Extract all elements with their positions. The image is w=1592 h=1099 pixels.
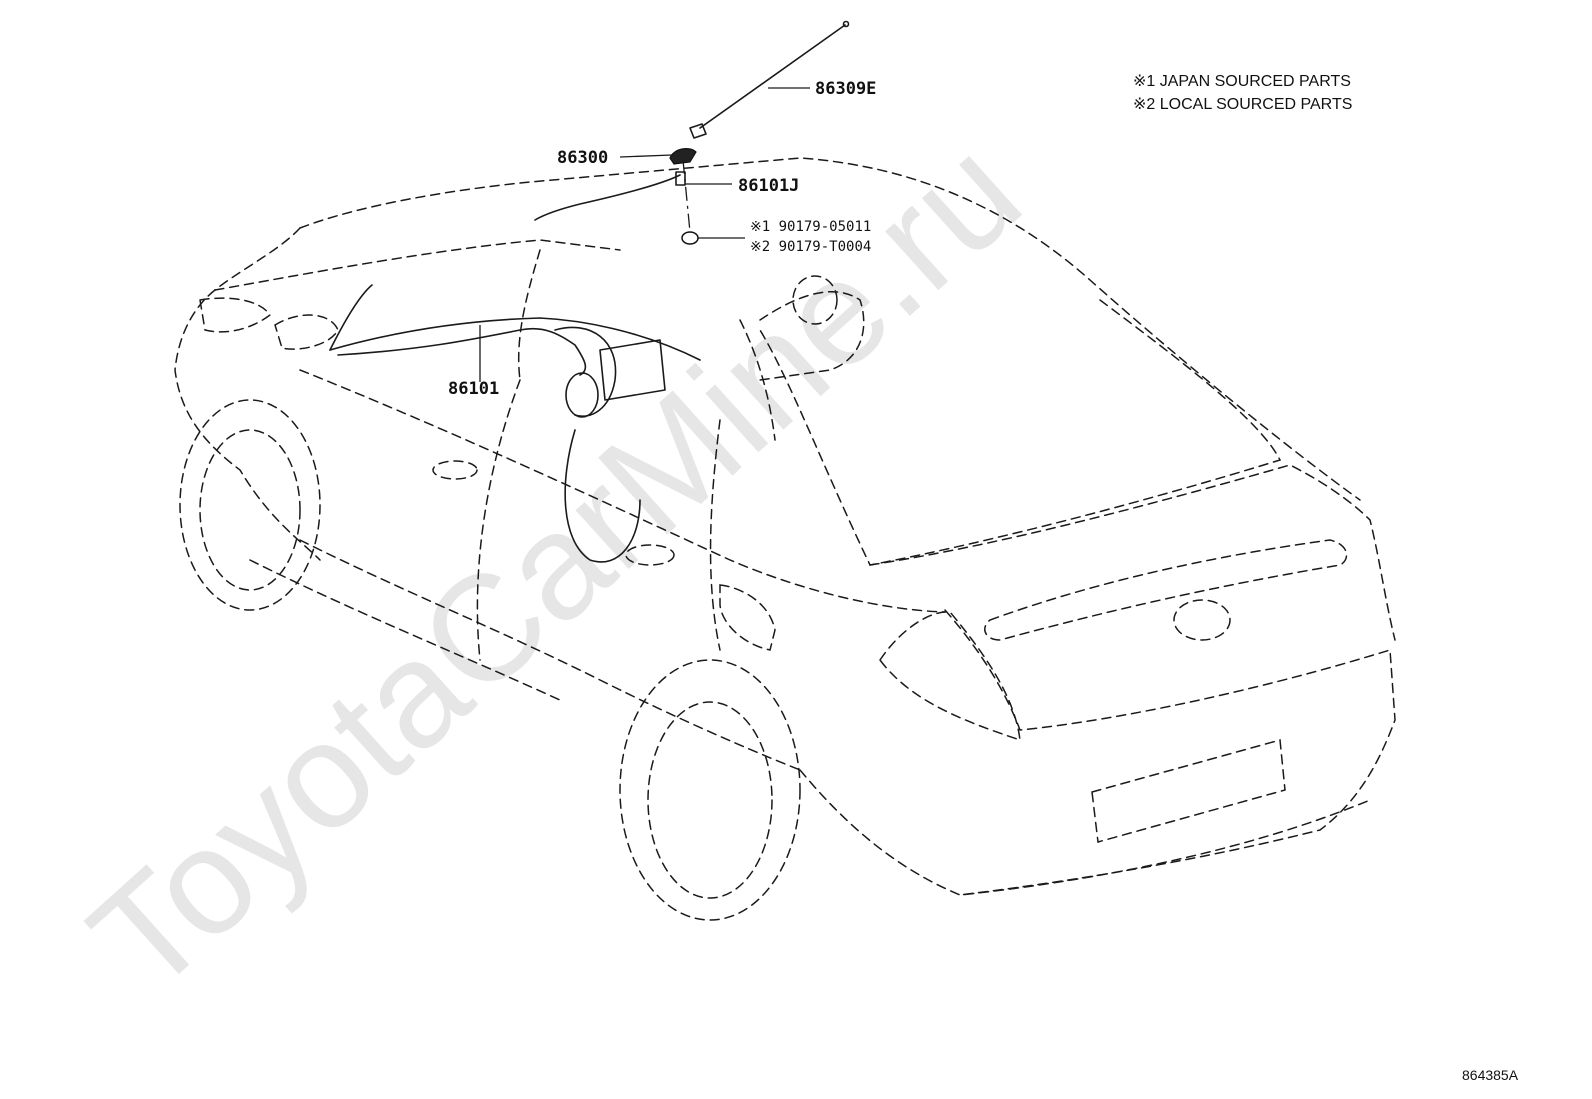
belt-line [299,369,946,613]
interior-outline [329,284,701,563]
callout-clip-japan: ※1 90179-05011 [750,219,871,235]
antenna-cable-short [534,174,681,221]
seat-back [564,429,641,563]
antenna-assembly [534,20,850,245]
note-local-sourced: ※2 LOCAL SOURCED PARTS [1133,96,1352,113]
rear-wheel [647,701,773,899]
rear-face [944,609,1396,896]
center-console [599,339,666,401]
front-door-rear-edge [476,379,521,661]
far-side-body [759,291,865,381]
leader-86300 [619,154,673,158]
far-side-mirror [792,275,838,325]
headlamp [199,297,272,333]
cable-connector [675,171,686,186]
callout-86309E: 86309E [815,79,876,99]
steering-wheel [554,326,617,417]
license-plate-recess [1091,739,1286,843]
trunk-spoiler [984,539,1348,641]
callout-clip-local: ※2 90179-T0004 [750,239,871,255]
trunk-emblem [1173,599,1231,641]
a-pillar-left [329,284,373,351]
rocker-line [299,539,801,771]
roof-front-edge [214,227,301,291]
fuel-lid [719,584,776,651]
rear-door-rear-edge [709,419,721,651]
trunk-lid [869,464,1396,641]
callout-86300: 86300 [557,148,608,168]
rear-window [759,299,1282,566]
rear-door-handle [625,544,675,566]
instrument-cluster [565,372,599,418]
watermark-text: ToyotaCarMine.ru [59,107,1051,1024]
dashboard-top [329,317,701,361]
cable-route-86101 [337,327,587,376]
antenna-base [669,148,697,165]
hood [214,239,621,291]
figure-code: 864385A [1462,1067,1519,1083]
roof-line [299,157,1361,501]
car-body-outline [174,157,1396,921]
side-lower [249,559,561,701]
antenna-rod [699,24,846,129]
antenna-rod-base [689,123,707,139]
clip-part [681,231,699,245]
rear-wheel-arch [619,659,801,921]
front-wheel [199,429,301,591]
tail-lamp [879,611,1021,742]
front-wheel-arch [179,399,321,611]
front-fender [174,289,321,561]
note-japan-sourced: ※1 JAPAN SOURCED PARTS [1133,73,1351,90]
callout-86101J: 86101J [738,176,799,196]
bumper-lower [799,769,1371,896]
front-door-handle [432,460,478,480]
assembly-axis [682,159,691,233]
b-pillar [517,249,541,381]
callout-86101: 86101 [448,379,499,399]
antenna-rod-tip [842,20,850,28]
side-mirror [274,314,339,350]
